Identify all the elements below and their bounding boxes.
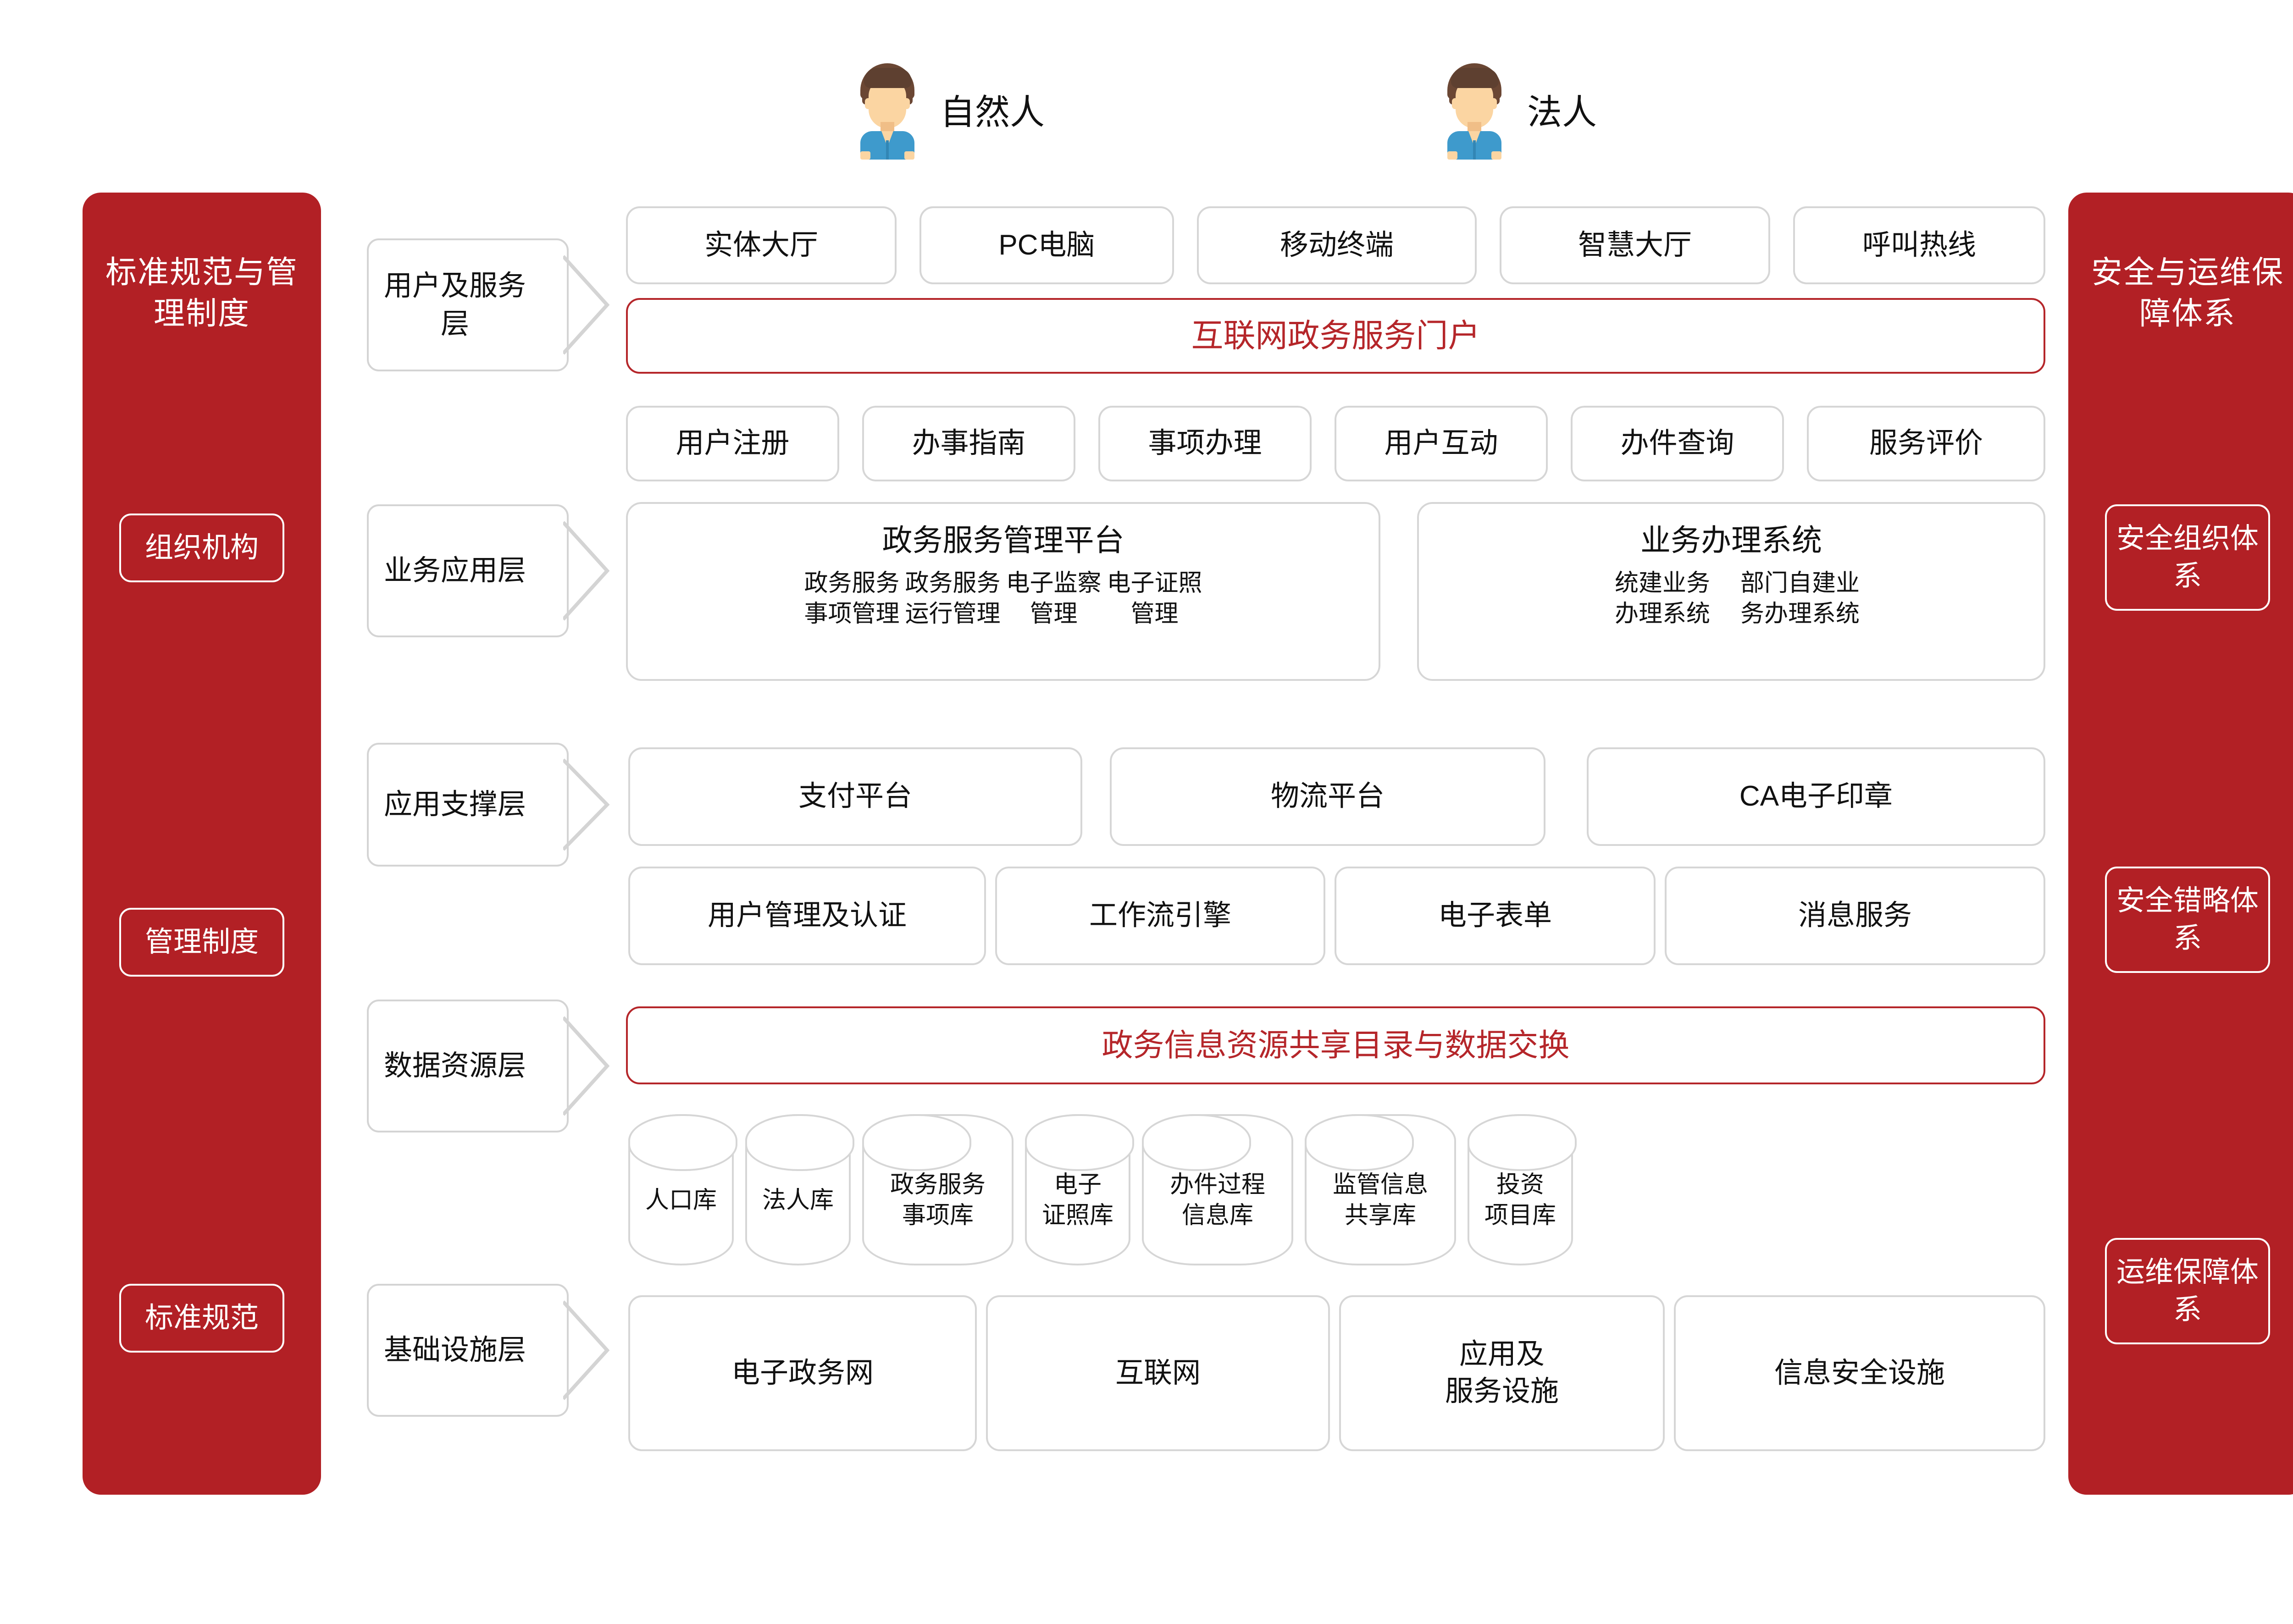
- database-cylinder-population[interactable]: 人口库: [628, 1114, 737, 1265]
- card-business-handling-system[interactable]: 业务办理系统 统建业务 办理系统 部门自建业 务办理系统: [1417, 502, 2045, 681]
- chevron-right-icon: [563, 506, 627, 635]
- support-pill-payment-platform[interactable]: 支付平台: [628, 747, 1082, 846]
- data-exchange-banner[interactable]: 政务信息资源共享目录与数据交换: [626, 1006, 2045, 1084]
- left-rail-box-organization[interactable]: 组织机构: [119, 514, 284, 582]
- channel-pill-physical-hall[interactable]: 实体大厅: [626, 206, 897, 284]
- layer-tag-business-app[interactable]: 业务应用层: [367, 504, 610, 637]
- database-cylinder-investment-project[interactable]: 投资 项目库: [1468, 1114, 1577, 1265]
- channel-pill-smart-hall[interactable]: 智慧大厅: [1500, 206, 1770, 284]
- chevron-right-icon: [563, 1001, 627, 1131]
- portal-banner[interactable]: 互联网政务服务门户: [626, 298, 2045, 374]
- infra-pill-app-service-facility[interactable]: 应用及 服务设施: [1339, 1295, 1665, 1451]
- service-pill-user-interaction[interactable]: 用户互动: [1335, 406, 1548, 481]
- persona-legal-person: 法人: [1435, 60, 1597, 160]
- support-pill-message-service[interactable]: 消息服务: [1665, 867, 2045, 965]
- card-title: 业务办理系统: [1640, 523, 1822, 557]
- service-pill-case-query[interactable]: 办件查询: [1571, 406, 1784, 481]
- support-pill-workflow-engine[interactable]: 工作流引擎: [995, 867, 1325, 965]
- service-pill-register[interactable]: 用户注册: [626, 406, 839, 481]
- layer-tag-label: 基础设施层: [383, 1334, 526, 1366]
- left-rail-title: 标准规范与管理制度: [105, 255, 298, 331]
- database-cylinder-gov-service-matters[interactable]: 政务服务 事项库: [862, 1114, 1014, 1265]
- card-item[interactable]: 政务服务 运行管理: [905, 570, 1001, 627]
- database-cylinder-case-process[interactable]: 办件过程 信息库: [1142, 1114, 1293, 1265]
- support-pill-eform[interactable]: 电子表单: [1335, 867, 1656, 965]
- card-item[interactable]: 电子监察 管理: [1006, 570, 1102, 627]
- card-items: 政务服务 事项管理 政务服务 运行管理 电子监察 管理 电子证照 管理: [802, 568, 1205, 629]
- layer-tag-label: 业务应用层: [383, 555, 526, 587]
- chevron-right-icon: [563, 1286, 627, 1415]
- left-rail-standards-management: 标准规范与管理制度 组织机构 管理制度 标准规范: [83, 193, 321, 1495]
- channel-pill-pc[interactable]: PC电脑: [919, 206, 1174, 284]
- user-avatar-icon: [1435, 60, 1513, 160]
- right-rail-security-ops: 安全与运维保障体系 安全组织体系 安全错略体系 运维保障体系: [2068, 193, 2293, 1495]
- card-gov-service-mgmt-platform[interactable]: 政务服务管理平台 政务服务 事项管理 政务服务 运行管理 电子监察 管理 电子证…: [626, 502, 1380, 681]
- layer-tag-infrastructure[interactable]: 基础设施层: [367, 1284, 610, 1417]
- card-item[interactable]: 政务服务 事项管理: [804, 570, 900, 627]
- infra-pill-egov-network[interactable]: 电子政务网: [628, 1295, 977, 1451]
- personas-row: 自然人 法人: [848, 55, 1628, 170]
- persona-natural-person: 自然人: [848, 60, 1045, 160]
- database-cylinder-e-license[interactable]: 电子 证照库: [1025, 1114, 1134, 1265]
- right-rail-box-security-org[interactable]: 安全组织体系: [2105, 504, 2270, 611]
- service-pill-service-evaluation[interactable]: 服务评价: [1807, 406, 2045, 481]
- support-pill-ca-eseal[interactable]: CA电子印章: [1587, 747, 2045, 846]
- card-items: 统建业务 办理系统 部门自建业 务办理系统: [1594, 568, 1869, 629]
- database-cylinder-supervision-share[interactable]: 监管信息 共享库: [1305, 1114, 1456, 1265]
- layer-tag-app-support[interactable]: 应用支撑层: [367, 743, 610, 867]
- chevron-right-icon: [563, 240, 627, 370]
- persona-label: 自然人: [940, 93, 1045, 132]
- layer-tag-label: 应用支撑层: [383, 789, 526, 821]
- card-item[interactable]: 电子证照 管理: [1107, 570, 1202, 627]
- layer-tag-label: 用户及服务层: [383, 270, 526, 340]
- layer-tag-user-service[interactable]: 用户及服务层: [367, 238, 610, 371]
- channel-pill-mobile[interactable]: 移动终端: [1197, 206, 1477, 284]
- support-pill-user-mgmt-auth[interactable]: 用户管理及认证: [628, 867, 986, 965]
- channel-pill-hotline[interactable]: 呼叫热线: [1793, 206, 2045, 284]
- card-title: 政务服务管理平台: [882, 523, 1124, 557]
- service-pill-matter-handling[interactable]: 事项办理: [1098, 406, 1312, 481]
- right-rail-title: 安全与运维保障体系: [2091, 255, 2284, 331]
- card-item[interactable]: 部门自建业 务办理系统: [1740, 570, 1860, 627]
- user-avatar-icon: [848, 60, 926, 160]
- persona-label: 法人: [1527, 93, 1597, 132]
- layer-tag-label: 数据资源层: [383, 1050, 526, 1082]
- service-pill-guide[interactable]: 办事指南: [862, 406, 1075, 481]
- infra-pill-internet[interactable]: 互联网: [986, 1295, 1330, 1451]
- right-rail-box-security-strategy[interactable]: 安全错略体系: [2105, 867, 2270, 973]
- left-rail-box-management-system[interactable]: 管理制度: [119, 908, 284, 977]
- infra-pill-info-security-facility[interactable]: 信息安全设施: [1674, 1295, 2045, 1451]
- right-rail-box-ops-assurance[interactable]: 运维保障体系: [2105, 1238, 2270, 1344]
- chevron-right-icon: [563, 745, 627, 865]
- layer-tag-data-resource[interactable]: 数据资源层: [367, 1000, 610, 1132]
- card-item[interactable]: 统建业务 办理系统: [1614, 570, 1710, 627]
- left-rail-box-standards[interactable]: 标准规范: [119, 1284, 284, 1353]
- support-pill-logistics-platform[interactable]: 物流平台: [1110, 747, 1545, 846]
- database-cylinder-legal-entity[interactable]: 法人库: [745, 1114, 854, 1265]
